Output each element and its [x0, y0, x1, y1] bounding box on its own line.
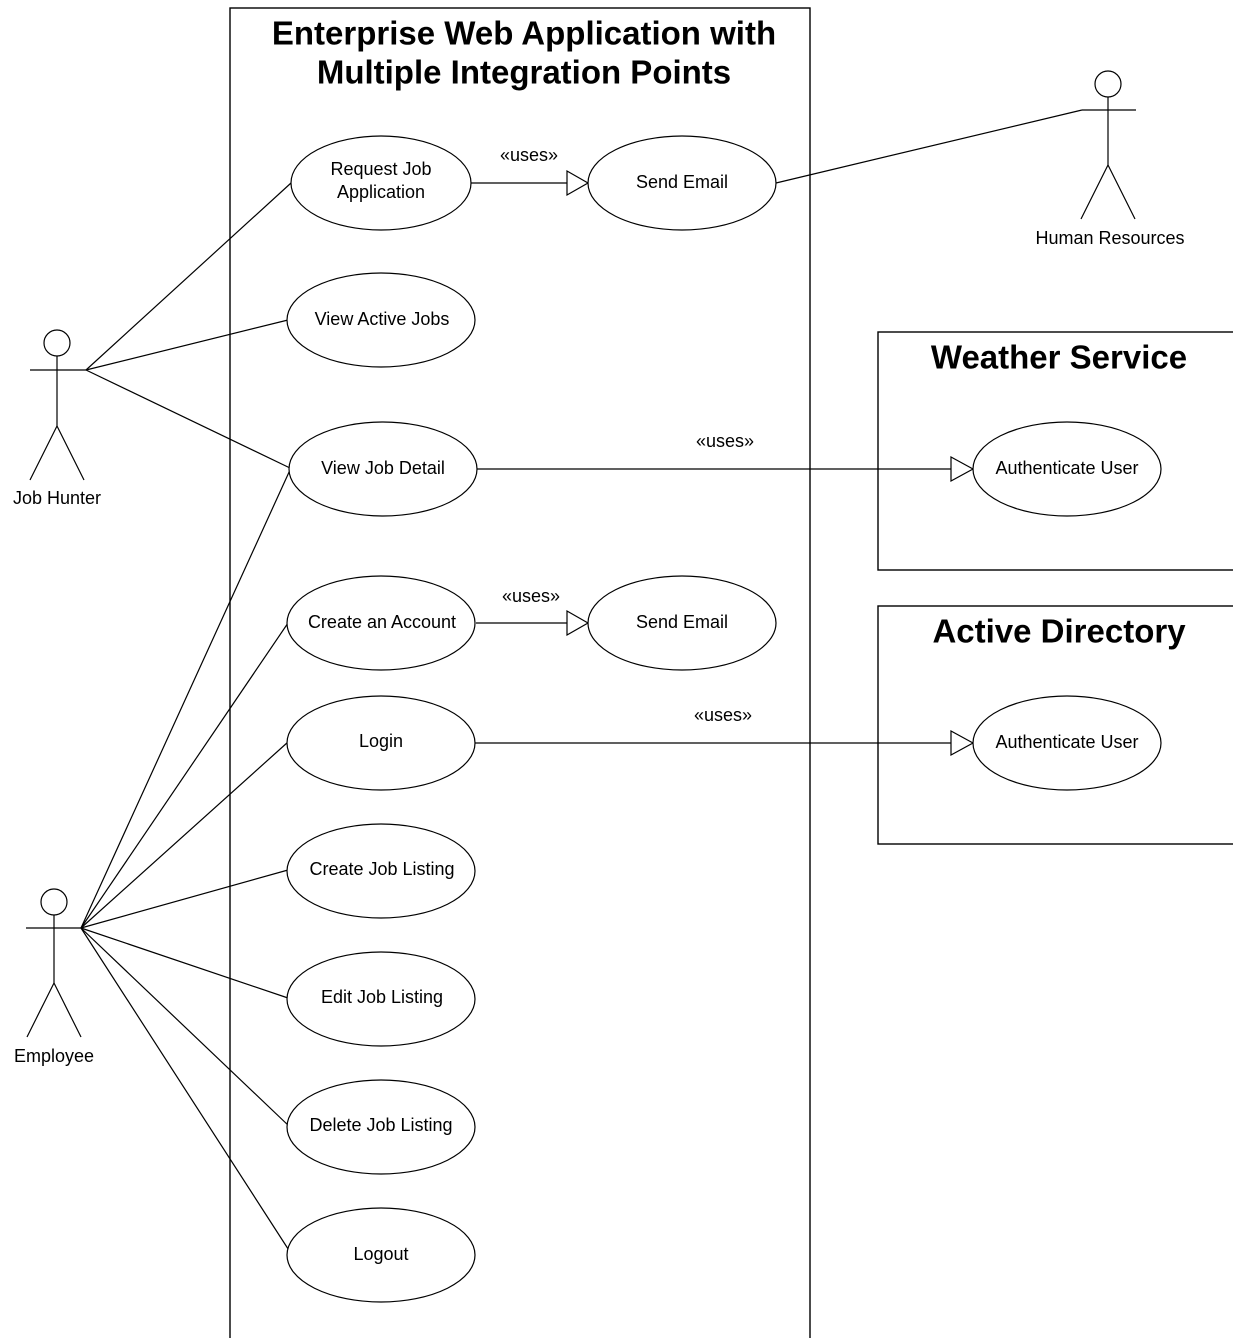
stick-figure-icon	[1080, 70, 1136, 220]
assoc-employee-delete-job-listing	[80, 927, 291, 1128]
uses-label-detail-weather: «uses»	[696, 431, 754, 451]
use-case-edit-job-listing[interactable]: Edit Job Listing	[286, 951, 476, 1047]
use-case-ellipse[interactable]	[286, 823, 476, 919]
use-case-view-job-detail[interactable]: View Job Detail	[288, 421, 478, 517]
use-case-send-email-1[interactable]: Send Email	[587, 135, 777, 231]
use-case-delete-job-listing[interactable]: Delete Job Listing	[286, 1079, 476, 1175]
use-case-ellipse[interactable]	[286, 272, 476, 368]
uses-request-to-email: «uses»	[470, 145, 590, 197]
use-case-ellipse[interactable]	[972, 695, 1162, 791]
active-directory-title: Active Directory	[932, 613, 1186, 650]
assoc-employee-login	[80, 741, 289, 929]
use-case-label-line-1: Request Job	[330, 159, 431, 179]
use-case-send-email-2[interactable]: Send Email	[587, 575, 777, 671]
weather-service-title: Weather Service	[931, 339, 1187, 376]
use-case-label: Login	[359, 731, 403, 751]
use-case-logout[interactable]: Logout	[286, 1207, 476, 1303]
uses-arrowhead-detail-weather	[950, 455, 975, 483]
use-case-weather-authenticate-user[interactable]: Authenticate User	[972, 421, 1162, 517]
stick-figure-icon	[29, 329, 86, 481]
actor-human-resources[interactable]: Human Resources	[1035, 70, 1185, 248]
assoc-employee-create-account	[80, 622, 289, 929]
assoc-job-hunter-view-active-jobs	[85, 319, 289, 371]
use-case-label-line-2: Application	[337, 182, 425, 202]
assoc-employee-create-job-listing	[80, 869, 289, 929]
use-case-label: Send Email	[636, 172, 728, 192]
use-case-ellipse[interactable]	[288, 421, 478, 517]
system-title-line-2: Multiple Integration Points	[317, 54, 731, 91]
assoc-employee-logout	[80, 927, 293, 1256]
assoc-job-hunter-request-job	[85, 182, 292, 371]
assoc-employee-edit-job-listing	[80, 927, 289, 999]
use-case-request-job-application[interactable]: Request Job Application	[290, 135, 472, 231]
employee-associations	[80, 469, 293, 1256]
use-case-ellipse[interactable]	[286, 575, 476, 671]
use-case-label: Delete Job Listing	[309, 1115, 452, 1135]
use-case-create-account[interactable]: Create an Account	[286, 575, 476, 671]
use-case-directory-authenticate-user[interactable]: Authenticate User	[972, 695, 1162, 791]
use-case-create-job-listing[interactable]: Create Job Listing	[286, 823, 476, 919]
use-case-ellipse[interactable]	[286, 1207, 476, 1303]
use-case-label: View Active Jobs	[315, 309, 450, 329]
use-case-view-active-jobs[interactable]: View Active Jobs	[286, 272, 476, 368]
use-case-label: Logout	[353, 1244, 408, 1264]
use-case-ellipse[interactable]	[286, 695, 476, 791]
use-case-ellipse[interactable]	[286, 951, 476, 1047]
system-title-line-1: Enterprise Web Application with	[272, 15, 776, 52]
use-case-label: Edit Job Listing	[321, 987, 443, 1007]
use-case-ellipse[interactable]	[587, 575, 777, 671]
use-case-ellipse[interactable]	[587, 135, 777, 231]
uses-detail-to-weather: «uses»	[477, 431, 975, 483]
job-hunter-associations	[85, 182, 292, 469]
assoc-employee-view-job-detail	[80, 469, 291, 929]
actor-employee[interactable]: Employee	[14, 888, 94, 1066]
stick-figure-icon	[26, 888, 82, 1038]
use-case-label: Authenticate User	[995, 458, 1138, 478]
uses-arrowhead-request-email	[566, 169, 590, 197]
active-directory-boundary: Active Directory	[877, 605, 1233, 845]
use-case-label: Send Email	[636, 612, 728, 632]
use-case-ellipse[interactable]	[972, 421, 1162, 517]
uses-account-to-email: «uses»	[476, 586, 590, 637]
assoc-send-email-human-resources	[775, 109, 1083, 184]
uses-arrowhead-account-email	[566, 609, 590, 637]
use-case-label: Create Job Listing	[309, 859, 454, 879]
uses-arrowhead-login-directory	[950, 729, 975, 757]
actor-label: Job Hunter	[13, 488, 101, 508]
actor-label: Employee	[14, 1046, 94, 1066]
actor-label: Human Resources	[1035, 228, 1184, 248]
use-case-ellipse[interactable]	[290, 135, 472, 231]
use-case-label: View Job Detail	[321, 458, 445, 478]
uses-label-account-email: «uses»	[502, 586, 560, 606]
use-case-login[interactable]: Login	[286, 695, 476, 791]
uses-label-request-email: «uses»	[500, 145, 558, 165]
assoc-job-hunter-view-job-detail	[85, 369, 291, 469]
actor-job-hunter[interactable]: Job Hunter	[13, 329, 101, 508]
use-case-label: Authenticate User	[995, 732, 1138, 752]
use-case-label: Create an Account	[308, 612, 456, 632]
uses-login-to-directory: «uses»	[475, 705, 975, 757]
uses-label-login-directory: «uses»	[694, 705, 752, 725]
use-case-ellipse[interactable]	[286, 1079, 476, 1175]
